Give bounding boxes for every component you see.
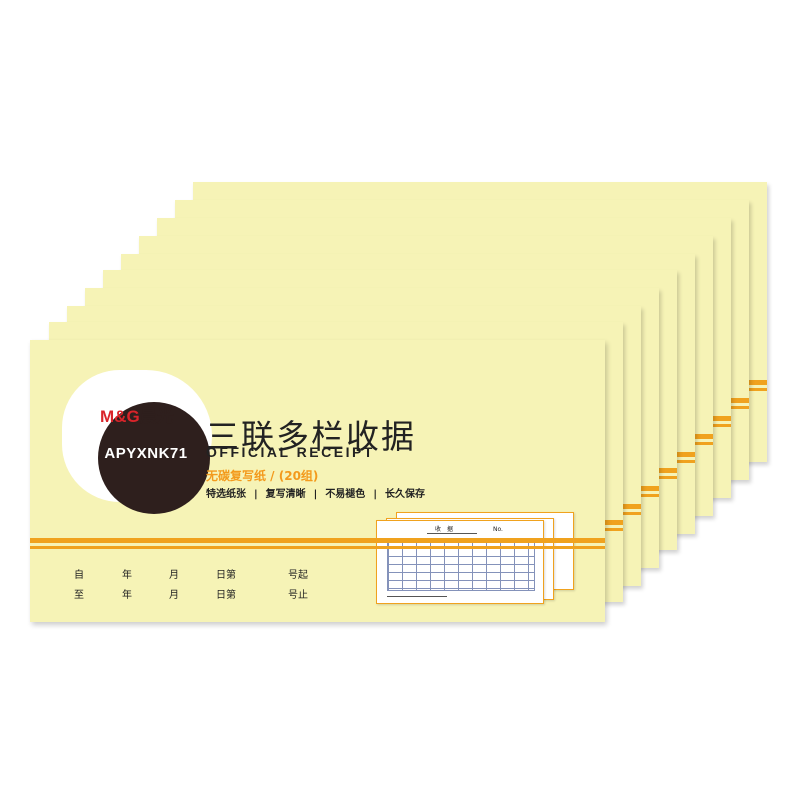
receipt-preview-number: No. [493, 526, 503, 533]
date-label: 年 [122, 570, 132, 581]
brand-logo: M&G晨光 [100, 402, 174, 427]
start-date-row: 自 年 月 日第 号起 [30, 566, 605, 582]
feature-item: 特选纸张 [206, 489, 246, 500]
date-label: 日第 [216, 590, 236, 601]
receipt-book-cover: M&G晨光 APYXNK71 三联多栏收据 OFFICIAL RECEIPT 无… [30, 340, 605, 622]
end-date-row: 至 年 月 日第 号止 [30, 586, 605, 602]
feature-separator: | [254, 489, 258, 500]
feature-item: 长久保存 [384, 489, 425, 500]
brand-latin: M&G [100, 407, 140, 426]
feature-list: 特选纸张 | 复写清晰 | 不易褪色 | 长久保存 [206, 485, 425, 500]
brand-logo-badge: M&G晨光 APYXNK71 [62, 370, 212, 514]
date-label: 月 [169, 590, 179, 601]
product-title-cn: 三联多栏收据 [206, 417, 416, 456]
receipt-preview-title: 收 据 [435, 526, 454, 533]
date-label: 号起 [288, 570, 308, 581]
logo-dark-circle [98, 402, 210, 514]
brand-cn: 晨光 [139, 407, 174, 426]
date-label: 月 [169, 570, 179, 581]
model-code: APYXNK71 [104, 445, 188, 462]
date-label: 年 [122, 590, 132, 601]
date-label: 至 [74, 590, 84, 601]
product-title-en: OFFICIAL RECEIPT [206, 444, 375, 460]
feature-separator: | [313, 489, 318, 500]
cover-stripe [30, 546, 605, 549]
feature-separator: | [373, 489, 377, 500]
feature-item: 复写清晰 [265, 489, 306, 500]
product-subtitle: 无碳复写纸 / (20组) [206, 469, 319, 483]
date-label: 号止 [288, 590, 308, 601]
feature-item: 不易褪色 [325, 489, 366, 500]
cover-stripe [30, 538, 605, 543]
date-label: 自 [74, 570, 84, 581]
date-label: 日第 [216, 570, 236, 581]
